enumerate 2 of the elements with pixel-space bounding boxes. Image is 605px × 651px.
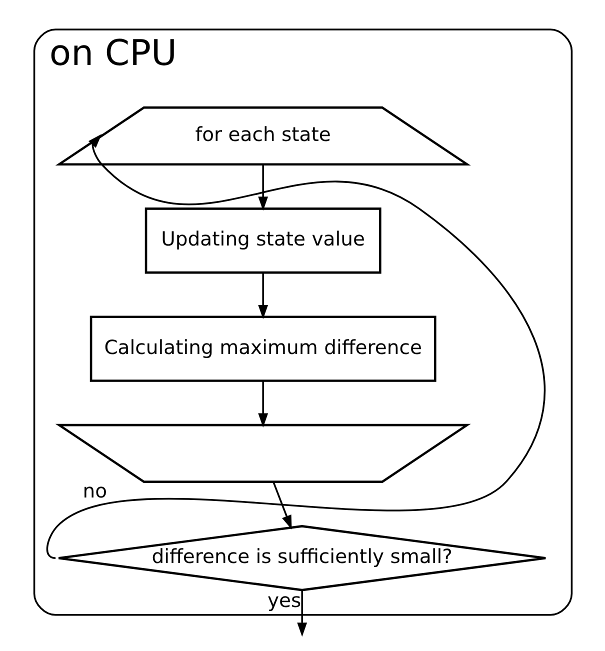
edge-label: no xyxy=(82,480,107,503)
edge-label: yes xyxy=(267,588,301,612)
